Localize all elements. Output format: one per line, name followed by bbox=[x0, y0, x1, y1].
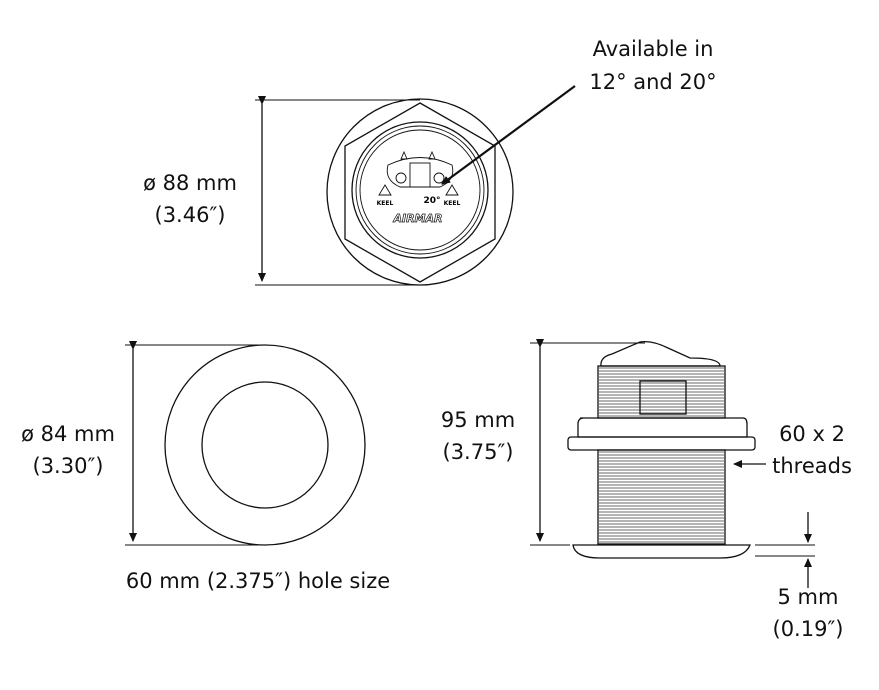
hole-circle bbox=[201, 381, 329, 509]
angle-mark: 20° bbox=[423, 196, 440, 206]
height-label: 95 mm bbox=[441, 408, 515, 432]
diameter-inches: (3.30″) bbox=[33, 454, 104, 478]
bottom-lip bbox=[572, 544, 751, 559]
thread-window bbox=[639, 380, 687, 415]
height-inches: (3.75″) bbox=[443, 440, 514, 464]
airmar-logo: AIRMAR bbox=[392, 212, 442, 225]
diameter-label: ø 84 mm bbox=[21, 422, 115, 446]
callout-arrow bbox=[441, 85, 576, 185]
upper-threads bbox=[599, 367, 724, 417]
lower-threads bbox=[599, 451, 724, 543]
outer-circle bbox=[164, 344, 366, 546]
thread-label: 60 x 2 bbox=[779, 422, 845, 446]
top-view: KEEL KEEL 20° AIRMAR ø 88 mm (3.46″) Ava… bbox=[143, 37, 717, 286]
callout-text: Available in bbox=[593, 37, 714, 61]
diameter-inches: (3.46″) bbox=[155, 203, 226, 227]
keel-arrow-icon bbox=[378, 184, 459, 196]
keel-mark: KEEL bbox=[377, 200, 394, 207]
outer-flange-circle bbox=[326, 98, 514, 286]
keel-mark: KEEL bbox=[444, 200, 461, 207]
callout-text: 12° and 20° bbox=[589, 70, 716, 94]
flange-top bbox=[577, 417, 748, 438]
flange-bottom bbox=[567, 436, 756, 451]
housing-ring bbox=[351, 121, 489, 259]
top-dome bbox=[600, 340, 721, 367]
thread-label: threads bbox=[772, 454, 852, 478]
hole-view: ø 84 mm (3.30″) 60 mm (2.375″) hole size bbox=[21, 341, 390, 593]
lip-inches: (0.19″) bbox=[773, 617, 844, 641]
diameter-label: ø 88 mm bbox=[143, 171, 237, 195]
side-view: 95 mm (3.75″) 60 x 2 threads 5 mm (0.19″… bbox=[441, 339, 852, 641]
hole-size-label: 60 mm (2.375″) hole size bbox=[126, 569, 390, 593]
lip-label: 5 mm bbox=[778, 585, 839, 609]
